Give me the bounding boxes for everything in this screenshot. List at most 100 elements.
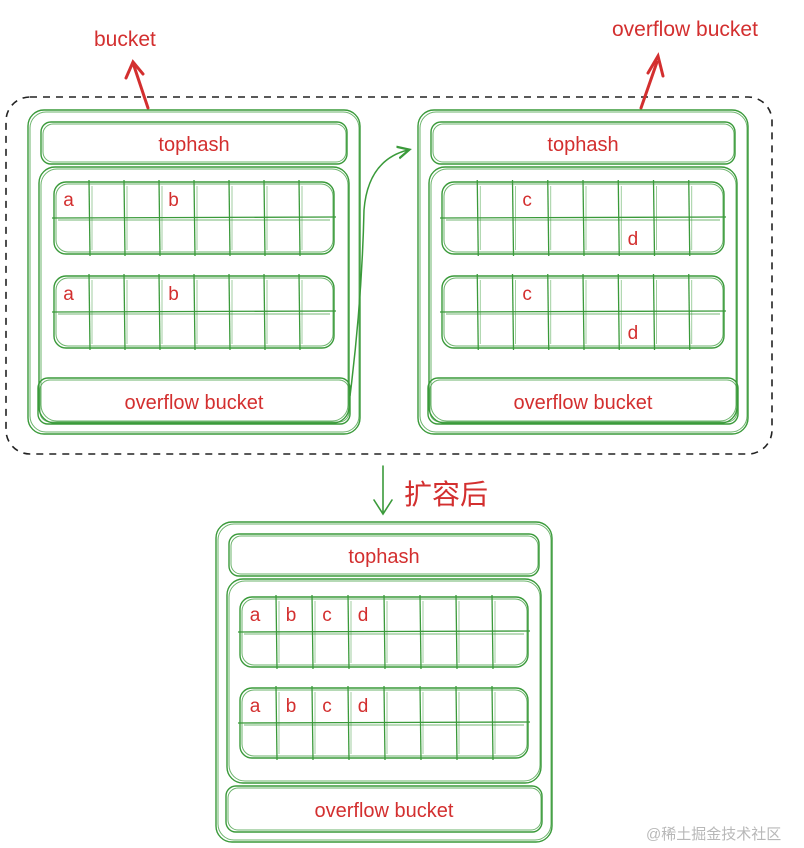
tophash-label: tophash	[348, 546, 419, 568]
slot-divider	[383, 594, 386, 670]
slot-divider	[275, 594, 278, 670]
slot-divider	[275, 685, 278, 761]
slot-divider	[228, 179, 231, 257]
keys-container	[428, 166, 738, 424]
keys-container	[38, 166, 350, 424]
bucket-after: tophash a b c d a b c d overflow bucket	[215, 521, 553, 843]
slot-divider	[617, 179, 620, 257]
slot-divider	[491, 685, 494, 761]
slot-key-d: d	[628, 323, 639, 344]
slot-divider	[582, 179, 585, 257]
overflow-bucket-label: overflow bucket	[315, 800, 454, 822]
slot-divider	[263, 179, 266, 257]
tophash-label: tophash	[158, 134, 229, 156]
slot-divider	[476, 273, 479, 351]
overflow-bucket-box	[225, 785, 543, 833]
slot-divider	[123, 179, 126, 257]
overflow-bucket-label: overflow bucket	[514, 392, 653, 414]
overflow-pointer-label: overflow bucket	[612, 18, 758, 41]
bucket-frame-sketch-line	[29, 111, 360, 433]
overflow-bucket-label: overflow bucket	[125, 392, 264, 414]
bucket-pointer-label: bucket	[94, 28, 156, 51]
slot-key-a: a	[250, 605, 261, 626]
slot-key-c: c	[522, 284, 532, 305]
slot-divider	[455, 594, 458, 670]
slot-divider	[158, 179, 161, 257]
tophash-box	[228, 533, 540, 577]
slot-divider	[652, 179, 656, 257]
tophash-label: tophash	[547, 134, 618, 156]
slot-divider	[547, 179, 550, 257]
bucket-frame-sketch-line	[419, 111, 748, 433]
slot-divider	[298, 273, 301, 351]
bucket-frame	[215, 521, 553, 843]
slot-divider	[688, 273, 691, 351]
slot-divider	[511, 179, 515, 257]
slot-key-a: a	[63, 284, 74, 305]
bucket-before-main: tophash a b a b overflow bucket	[27, 109, 361, 435]
bucket-frame	[27, 109, 361, 435]
slot-divider	[476, 179, 479, 257]
bucket-frame	[417, 109, 749, 435]
tophash-box	[430, 121, 736, 165]
tophash-box	[40, 121, 348, 165]
bucket-frame-sketch-line	[217, 523, 552, 841]
slot-divider	[193, 273, 196, 351]
slot-key-d: d	[358, 696, 369, 717]
slot-divider	[193, 179, 196, 257]
slot-divider	[688, 179, 691, 257]
slot-key-b: b	[168, 284, 179, 305]
slot-divider	[347, 685, 350, 761]
overflow-bucket-box-sketch-line	[227, 787, 542, 831]
slot-divider	[158, 273, 161, 351]
expand-down-arrow	[373, 465, 393, 516]
overflow-bucket-box-sketch-line	[39, 379, 350, 423]
slot-divider	[419, 685, 422, 761]
tophash-box-sketch-line	[432, 123, 735, 163]
slot-divider	[582, 273, 585, 351]
slot-divider	[617, 273, 620, 351]
slot-key-a: a	[63, 190, 74, 211]
slot-divider	[547, 273, 550, 351]
slot-divider	[123, 273, 126, 351]
slot-divider	[383, 685, 386, 761]
slot-key-c: c	[522, 190, 532, 211]
slot-divider	[491, 594, 494, 670]
slot-divider	[228, 273, 231, 351]
overflow-link-arrow	[349, 150, 408, 397]
slot-divider	[511, 273, 515, 351]
before-expansion-group	[5, 96, 773, 455]
slot-divider	[311, 594, 314, 670]
slot-divider	[88, 179, 91, 257]
overflow-bucket-box	[427, 377, 739, 425]
watermark: @稀土掘金技术社区	[646, 826, 781, 843]
overflow-pointer-arrow	[639, 52, 665, 110]
keys-container	[226, 578, 542, 784]
tophash-box-sketch-line	[42, 123, 347, 163]
slot-divider	[88, 273, 91, 351]
slot-key-c: c	[322, 696, 332, 717]
slot-divider	[263, 273, 266, 351]
keys-container-sketch-line	[40, 168, 349, 422]
slot-divider	[347, 594, 350, 670]
slot-divider	[652, 273, 656, 351]
tophash-box-sketch-line	[230, 535, 539, 575]
slot-divider	[298, 179, 301, 257]
slot-key-b: b	[286, 605, 297, 626]
slot-key-a: a	[250, 696, 261, 717]
slot-key-b: b	[168, 190, 179, 211]
bucket-pointer-arrow	[124, 59, 150, 110]
slot-key-d: d	[628, 229, 639, 250]
slot-key-b: b	[286, 696, 297, 717]
keys-container-sketch-line	[228, 580, 541, 782]
slot-key-c: c	[322, 605, 332, 626]
slot-divider	[419, 594, 422, 670]
keys-container-sketch-line	[430, 168, 737, 422]
slot-key-d: d	[358, 605, 369, 626]
slot-divider	[455, 685, 458, 761]
slot-divider	[311, 685, 314, 761]
overflow-bucket-box	[37, 377, 351, 425]
overflow-bucket-box-sketch-line	[429, 379, 738, 423]
bucket-before-overflow: tophash c d c d overflow bucket	[417, 109, 749, 435]
